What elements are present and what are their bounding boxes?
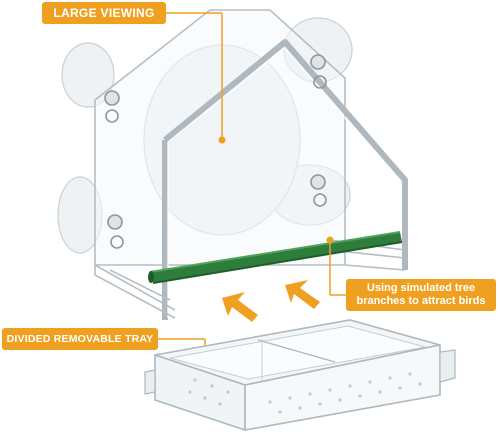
hook-top-right [310,54,327,89]
hooks [104,54,327,249]
suction-cup-top-left [61,42,115,108]
callout-large-viewing: LARGE VIEWING [42,2,166,24]
arrow-up-right-icon [222,280,320,322]
callout-tree-branches: Using simulated tree branches to attract… [346,279,496,311]
hook-bottom-left [107,214,124,249]
feeder-front-frame [162,39,408,320]
hook-bottom-right [310,174,327,207]
removable-tray [144,319,456,432]
perch-branch [148,231,403,284]
callout-divided-tray: DIVIDED REMOVABLE TRAY [2,328,158,350]
hook-top-left [104,90,120,123]
